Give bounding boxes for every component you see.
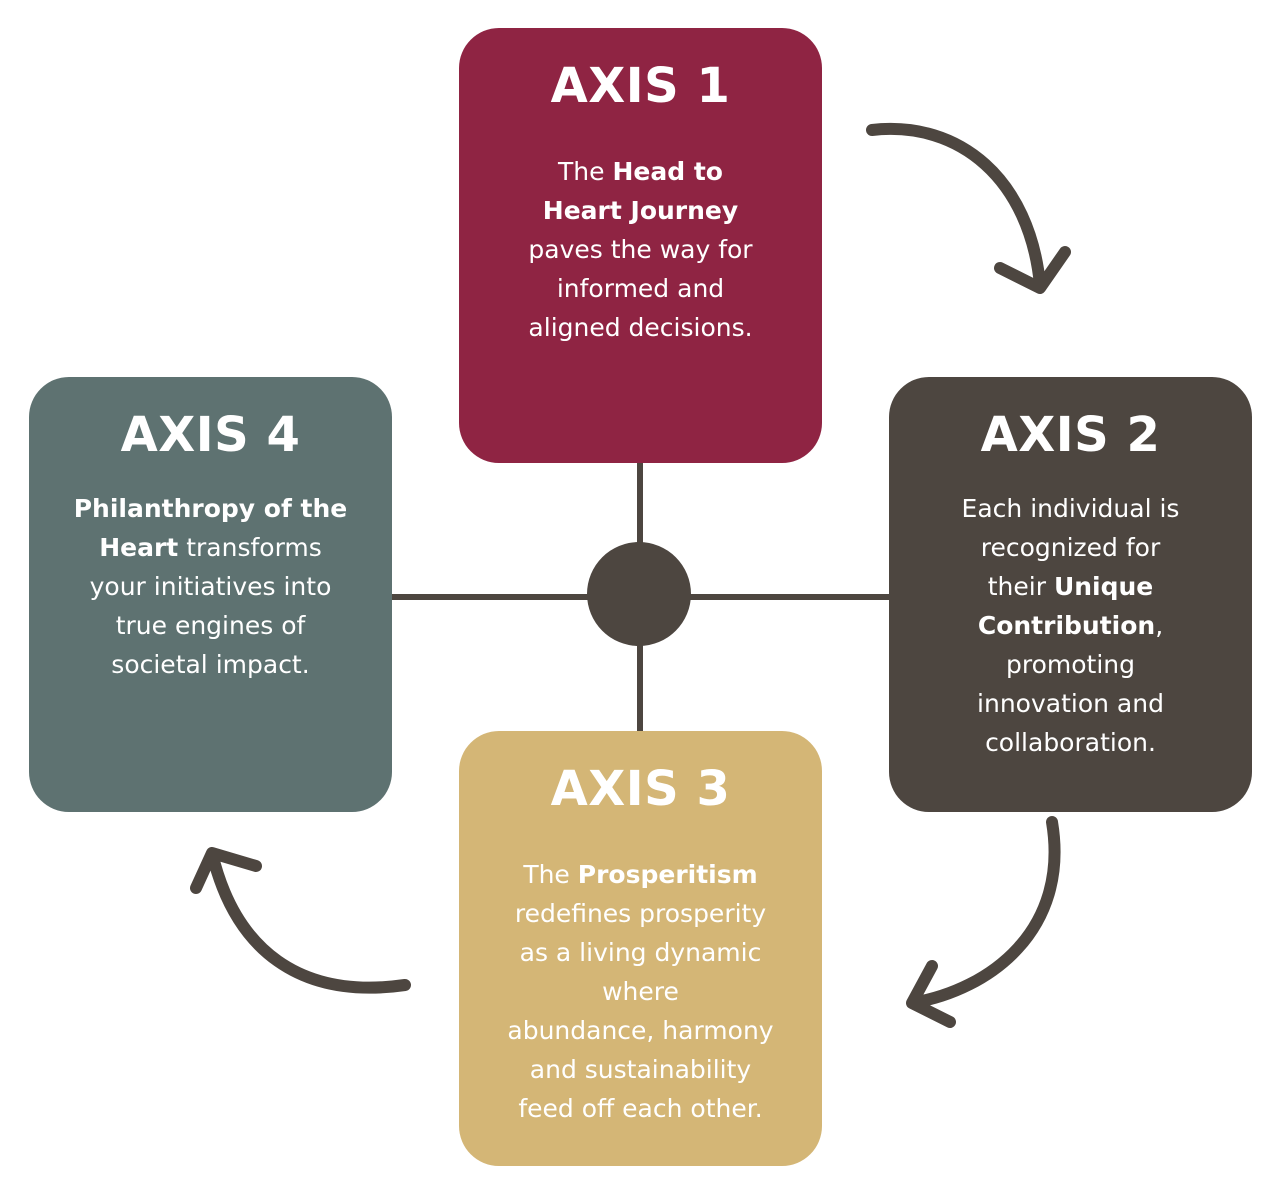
- arrow-axis3-to-axis4-icon: [190, 847, 411, 994]
- axis-description: The Head to Heart Journey paves the way fo…: [459, 152, 822, 347]
- axis-1-card: AXIS 1 The Head to Heart Journey paves the…: [459, 28, 822, 463]
- text-segment: where: [602, 977, 679, 1006]
- highlighted-text: Heart: [99, 533, 179, 562]
- text-segment: The: [558, 157, 613, 186]
- description-line: their Unique: [889, 567, 1252, 606]
- text-segment: Each individual is: [961, 494, 1180, 523]
- highlighted-text: Contribution: [977, 611, 1156, 640]
- text-segment: your initiatives into: [89, 572, 332, 601]
- highlighted-text: Philanthropy of the: [73, 494, 348, 523]
- text-segment: societal impact.: [111, 650, 310, 679]
- description-line: Heart Journey: [459, 191, 822, 230]
- description-line: Contribution,: [889, 606, 1252, 645]
- description-line: paves the way for: [459, 230, 822, 269]
- arrow-axis2-to-axis3-icon: [906, 816, 1061, 1028]
- text-segment: paves the way for: [528, 235, 753, 264]
- description-line: as a living dynamic: [459, 933, 822, 972]
- axis-title: AXIS 3: [550, 761, 731, 817]
- description-line: recognized for: [889, 528, 1252, 567]
- text-segment: feed off each other.: [518, 1094, 763, 1123]
- axis-title: AXIS 1: [550, 58, 731, 114]
- text-segment: as a living dynamic: [519, 938, 762, 967]
- description-line: Philanthropy of the: [29, 489, 392, 528]
- description-line: and sustainability: [459, 1050, 822, 1089]
- text-segment: and sustainability: [529, 1055, 752, 1084]
- description-line: innovation and: [889, 684, 1252, 723]
- description-line: Each individual is: [889, 489, 1252, 528]
- description-line: aligned decisions.: [459, 308, 822, 347]
- description-line: feed off each other.: [459, 1089, 822, 1128]
- highlighted-text: Prosperitism: [577, 860, 758, 889]
- text-segment: recognized for: [980, 533, 1161, 562]
- text-segment: true engines of: [115, 611, 306, 640]
- axis-description: The Prosperitism redefines prosperity as a…: [459, 855, 822, 1128]
- description-line: Heart transforms: [29, 528, 392, 567]
- axis-title: AXIS 4: [120, 407, 301, 463]
- description-line: promoting: [889, 645, 1252, 684]
- text-segment: innovation and: [977, 689, 1164, 718]
- axis-title: AXIS 2: [980, 407, 1161, 463]
- description-line: societal impact.: [29, 645, 392, 684]
- text-segment: informed and: [556, 274, 725, 303]
- center-hub: [587, 542, 691, 646]
- text-segment: abundance, harmony: [507, 1016, 774, 1045]
- description-line: The Head to: [459, 152, 822, 191]
- description-line: abundance, harmony: [459, 1011, 822, 1050]
- highlighted-text: Unique: [1053, 572, 1154, 601]
- text-segment: redefines prosperity: [514, 899, 767, 928]
- description-line: redefines prosperity: [459, 894, 822, 933]
- description-line: true engines of: [29, 606, 392, 645]
- text-segment: their: [987, 572, 1054, 601]
- text-segment: promoting: [1005, 650, 1135, 679]
- axis-2-card: AXIS 2 Each individual is recognized for t…: [889, 377, 1252, 812]
- highlighted-text: Heart Journey: [542, 196, 739, 225]
- description-line: The Prosperitism: [459, 855, 822, 894]
- text-segment: The: [523, 860, 578, 889]
- description-line: informed and: [459, 269, 822, 308]
- highlighted-text: Head to: [612, 157, 723, 186]
- text-segment: ,: [1155, 611, 1164, 640]
- description-line: your initiatives into: [29, 567, 392, 606]
- axis-description: Each individual is recognized for their Un…: [889, 489, 1252, 762]
- text-segment: transforms: [178, 533, 322, 562]
- text-segment: aligned decisions.: [528, 313, 753, 342]
- description-line: where: [459, 972, 822, 1011]
- text-segment: collaboration.: [985, 728, 1156, 757]
- arrow-axis1-to-axis2-icon: [866, 122, 1071, 294]
- axis-3-card: AXIS 3 The Prosperitism redefines prosper…: [459, 731, 822, 1166]
- description-line: collaboration.: [889, 723, 1252, 762]
